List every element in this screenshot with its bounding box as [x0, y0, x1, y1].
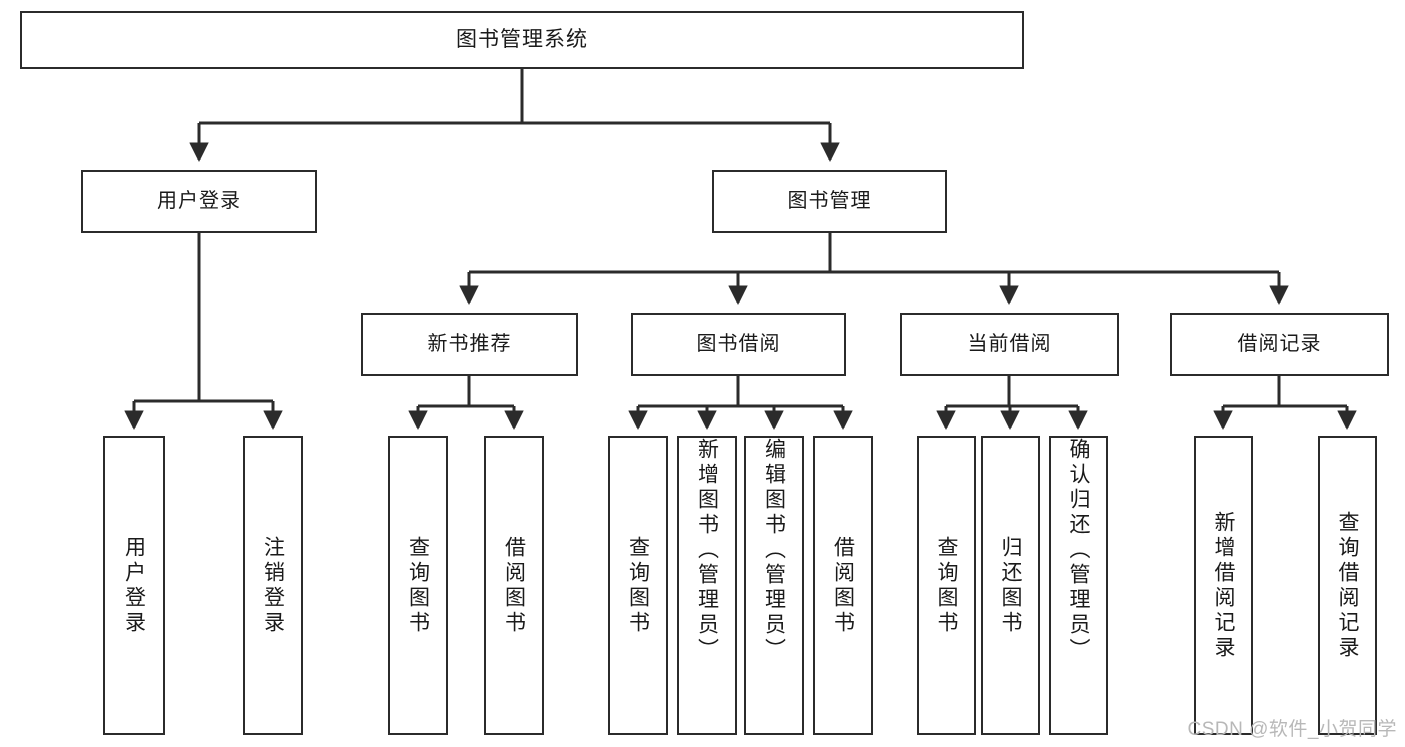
node-label: 新书推荐 — [427, 333, 512, 355]
watermark: CSDN @软件_小贺同学 — [1187, 719, 1397, 740]
node-label: 编辑图书（管理员） — [762, 438, 786, 663]
node-label: 图书管理 — [787, 190, 872, 212]
node-label: 查询借阅记录 — [1336, 510, 1359, 661]
node-label: 当前借阅 — [967, 333, 1052, 355]
node-label: 图书借阅 — [696, 333, 781, 355]
node-label: 确认归还（管理员） — [1067, 438, 1090, 663]
node-new-book-recommend[interactable]: 新书推荐 — [361, 313, 578, 376]
node-label: 查询图书 — [935, 535, 958, 636]
node-current-borrow[interactable]: 当前借阅 — [900, 313, 1119, 376]
node-label: 注销登录 — [261, 535, 285, 636]
node-borrow-record[interactable]: 借阅记录 — [1170, 313, 1389, 376]
node-book-borrow[interactable]: 图书借阅 — [631, 313, 846, 376]
node-user-login[interactable]: 用户登录 — [81, 170, 317, 233]
node-label: 用户登录 — [122, 535, 146, 636]
node-leaf-query-book-3[interactable]: 查询图书 — [917, 436, 976, 735]
node-label: 新增图书（管理员） — [695, 438, 719, 663]
node-label: 查询图书 — [626, 535, 650, 636]
node-leaf-add-borrow-record[interactable]: 新增借阅记录 — [1194, 436, 1253, 735]
node-leaf-borrow-book-2[interactable]: 借阅图书 — [813, 436, 873, 735]
node-label: 查询图书 — [406, 535, 430, 636]
node-leaf-return-book[interactable]: 归还图书 — [981, 436, 1040, 735]
node-leaf-query-borrow-record[interactable]: 查询借阅记录 — [1318, 436, 1377, 735]
node-leaf-query-book-1[interactable]: 查询图书 — [388, 436, 448, 735]
node-label: 图书管理系统 — [456, 27, 588, 51]
node-label: 用户登录 — [157, 190, 241, 212]
node-book-management[interactable]: 图书管理 — [712, 170, 947, 233]
node-leaf-edit-book-admin[interactable]: 编辑图书（管理员） — [744, 436, 804, 735]
node-leaf-add-book-admin[interactable]: 新增图书（管理员） — [677, 436, 737, 735]
node-leaf-user-login[interactable]: 用户登录 — [103, 436, 165, 735]
node-label: 借阅记录 — [1237, 333, 1322, 355]
node-leaf-borrow-book-1[interactable]: 借阅图书 — [484, 436, 544, 735]
node-book-management-system[interactable]: 图书管理系统 — [20, 11, 1024, 69]
node-leaf-confirm-return-admin[interactable]: 确认归还（管理员） — [1049, 436, 1108, 735]
node-label: 新增借阅记录 — [1212, 510, 1235, 661]
node-label: 借阅图书 — [502, 535, 526, 636]
node-label: 归还图书 — [999, 535, 1022, 636]
node-label: 借阅图书 — [831, 535, 855, 636]
node-leaf-logout-login[interactable]: 注销登录 — [243, 436, 303, 735]
node-leaf-query-book-2[interactable]: 查询图书 — [608, 436, 668, 735]
